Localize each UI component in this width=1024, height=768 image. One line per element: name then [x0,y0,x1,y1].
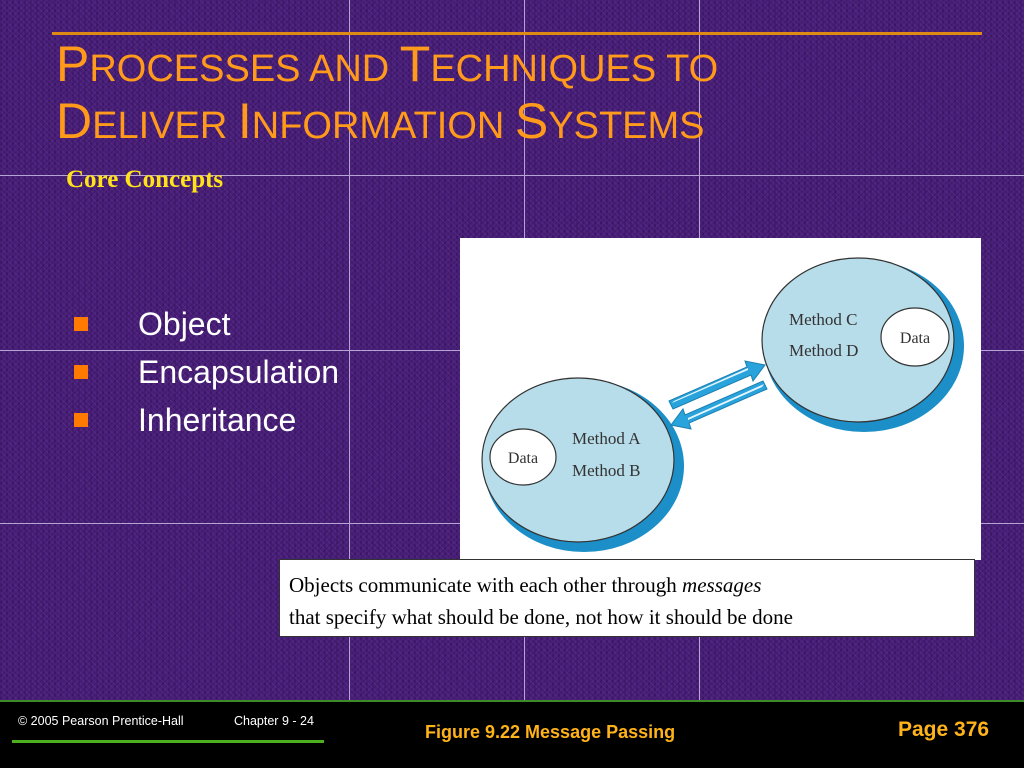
method-b-label: Method B [572,461,640,480]
method-c-label: Method C [789,310,857,329]
caption-emphasis: messages [682,573,762,597]
title-line-2: DELIVER INFORMATION SYSTEMS [56,95,996,152]
square-bullet-icon [74,413,88,427]
footer-accent-rule [12,740,324,743]
right-data-label: Data [900,330,930,347]
bullet-item: Inheritance [70,396,339,444]
method-a-label: Method A [572,429,641,448]
figure-reference-label: Figure 9.22 Message Passing [425,722,676,742]
title-part: S [514,93,549,149]
title-part: P [56,36,90,92]
right-data-circle [880,307,950,367]
copyright-text: © 2005 Pearson Prentice-Hall [18,714,184,728]
bullet-list: Object Encapsulation Inheritance [70,300,339,444]
message-arrow-left-icon [670,380,768,430]
slide-subtitle: Core Concepts [66,166,224,193]
bullet-text: Inheritance [138,401,297,438]
chapter-label: Chapter 9 - 24 [234,714,314,728]
caption-line-2: that specify what should be done, not ho… [289,605,793,629]
title-part: ECHNIQUES TO [430,48,719,90]
caption-text: Objects communicate with each other thro… [289,573,683,597]
title-part: ELIVER [92,105,238,147]
method-d-label: Method D [789,341,858,360]
caption-line-1: Objects communicate with each other thro… [289,569,966,601]
slide-title: PROCESSES AND TECHNIQUES TO DELIVER INFO… [56,38,996,152]
right-object-circle [761,257,955,423]
slide-footer: © 2005 Pearson Prentice-Hall Chapter 9 -… [0,700,1024,768]
page-reference-label: Page 376 [898,718,990,741]
left-object-circle [481,377,675,543]
title-part: I [237,93,252,149]
left-data-label: Data [508,450,538,467]
bullet-text: Object [138,305,231,342]
title-line-1: PROCESSES AND TECHNIQUES TO [56,38,996,95]
title-part: D [56,93,93,149]
bullet-text: Encapsulation [138,353,340,390]
title-rule [52,32,982,35]
figure-diagram: Data Method C Method D Data Method A Met… [481,257,964,552]
grid-line [0,175,1024,176]
footer-rule [0,700,1024,702]
square-bullet-icon [74,317,88,331]
message-passing-figure: Data Method C Method D Data Method A Met… [460,238,981,560]
bullet-item: Object [70,300,339,348]
message-arrow-right-icon [668,360,766,410]
left-data-circle [489,428,557,486]
bullet-item: Encapsulation [70,348,339,396]
title-part: ROCESSES AND [89,48,400,90]
title-part: YSTEMS [548,105,705,147]
title-part: NFORMATION [251,105,515,147]
title-part: T [399,36,431,92]
square-bullet-icon [74,365,88,379]
figure-caption: Objects communicate with each other thro… [279,559,975,637]
